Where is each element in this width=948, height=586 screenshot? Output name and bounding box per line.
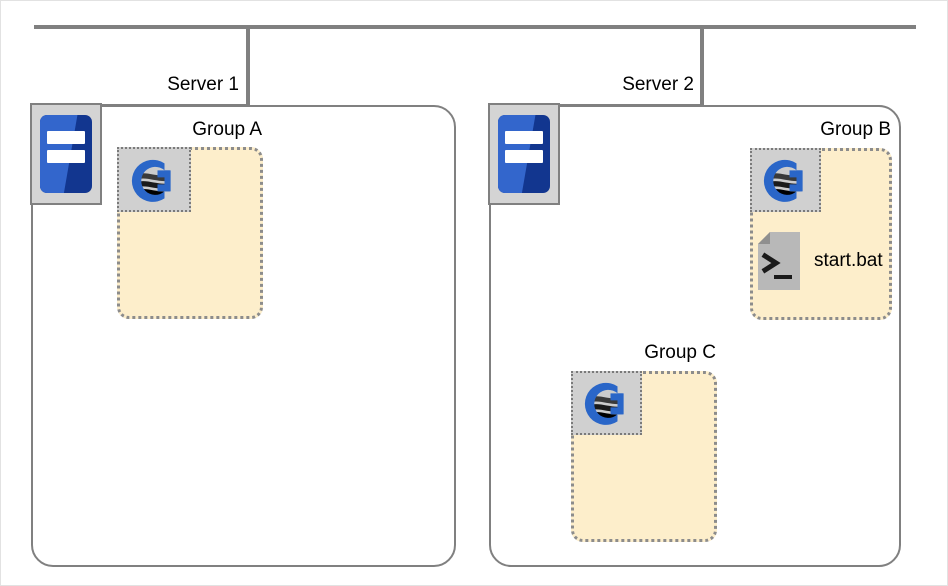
group-b-file-start-bat[interactable]: start.bat	[758, 232, 883, 290]
server2-drop-line	[700, 27, 704, 106]
glassfish-instance-icon	[584, 382, 624, 425]
group-c-label: Group C	[644, 342, 716, 363]
server-1-label: Server 1	[167, 74, 239, 95]
server-2-icon	[488, 103, 560, 205]
group-b-instance-1[interactable]	[750, 148, 821, 212]
glassfish-instance-icon	[763, 159, 803, 202]
server-slot-bar-1	[47, 130, 85, 144]
server-unit-graphic	[498, 115, 550, 193]
server-1-icon	[30, 103, 102, 205]
server-2-label: Server 2	[622, 74, 694, 95]
server-slot-bar-2	[505, 150, 543, 164]
server1-drop-line	[246, 27, 250, 106]
group-a-label: Group A	[192, 119, 262, 140]
server-2-boundary	[489, 105, 901, 567]
server-slot-bar-1	[505, 130, 543, 144]
group-b-label: Group B	[820, 119, 891, 140]
group-a-instance-1[interactable]	[117, 147, 191, 212]
network-bus-line	[34, 25, 916, 29]
group-c-instance-1[interactable]	[571, 371, 642, 435]
file-name-label: start.bat	[814, 250, 883, 271]
bat-script-icon	[758, 232, 800, 290]
server-1-boundary	[31, 105, 456, 567]
glassfish-instance-icon	[131, 159, 171, 202]
server-slot-bar-2	[47, 150, 85, 164]
server-unit-graphic	[40, 115, 92, 193]
